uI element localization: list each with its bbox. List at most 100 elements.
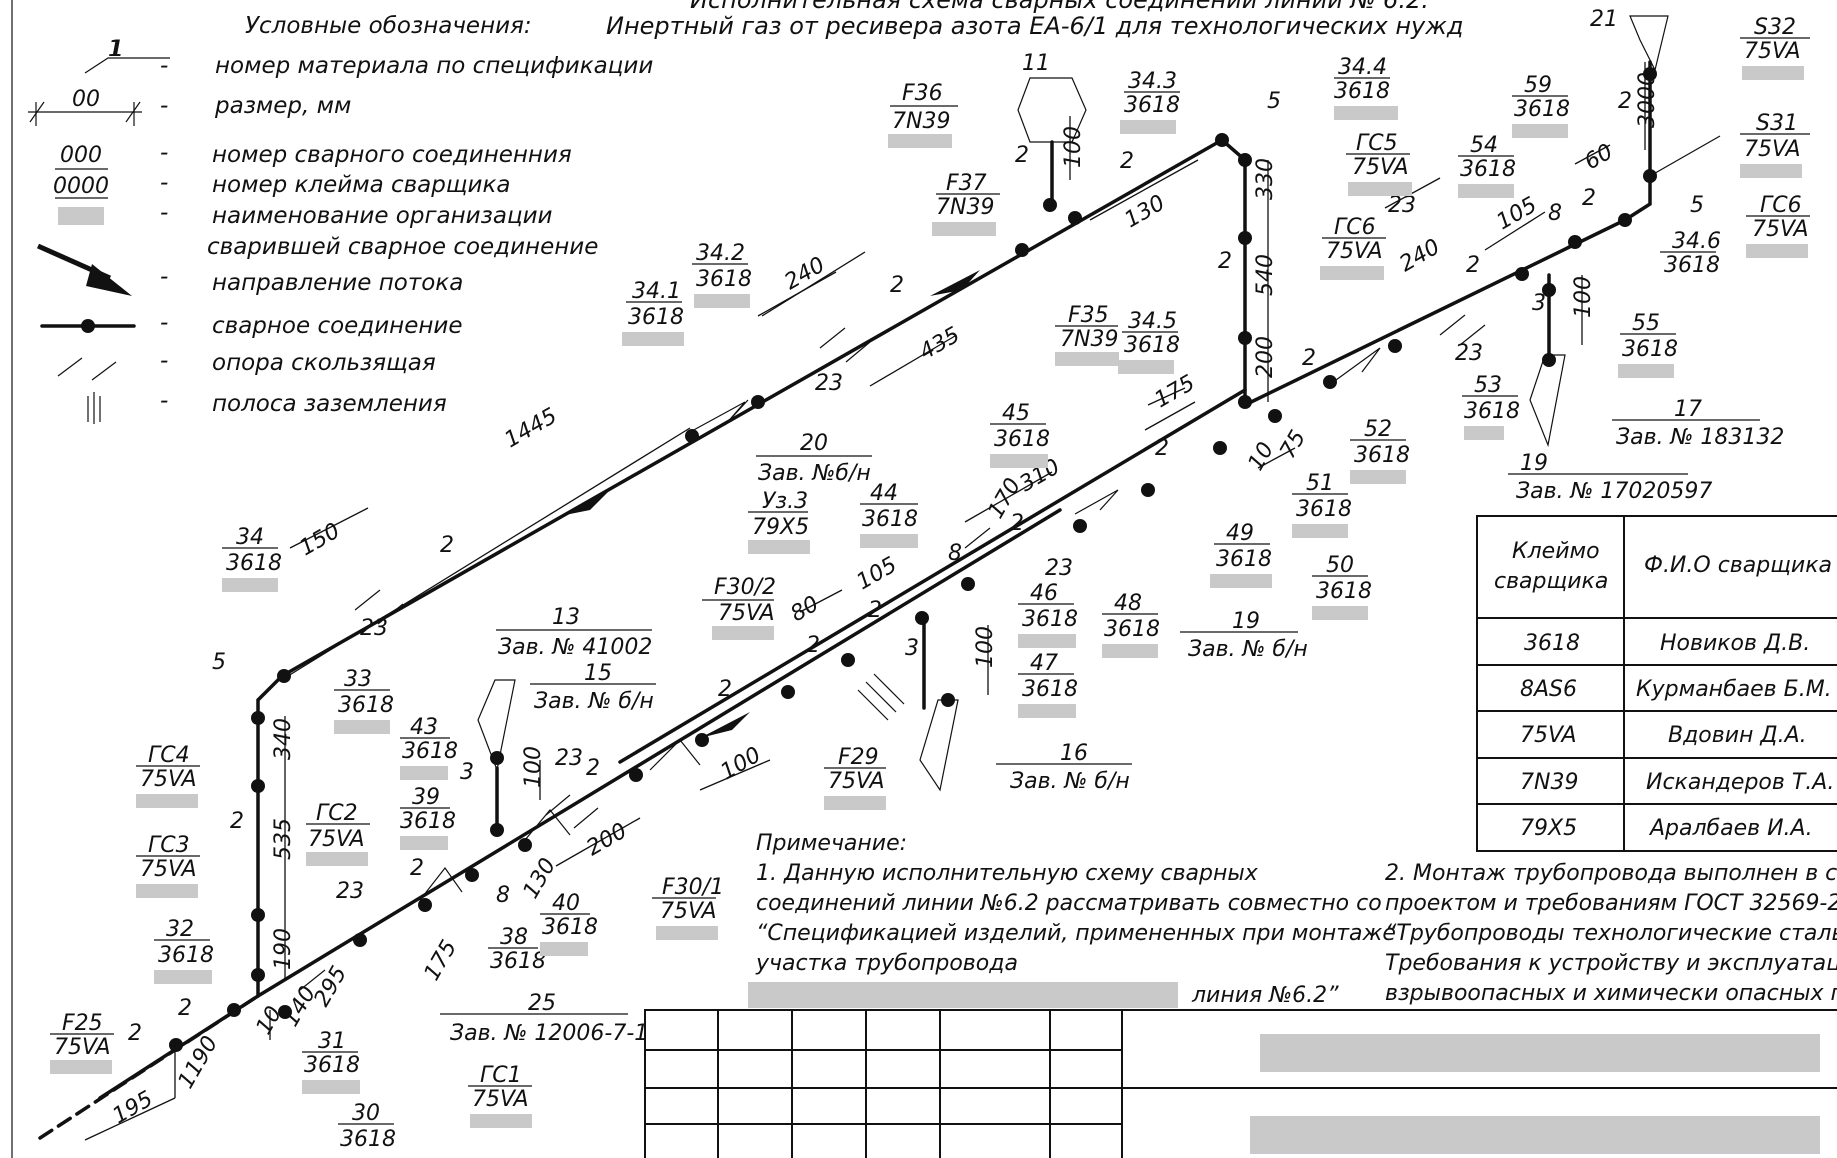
- part-25-text: Зав. № 12006-7-1: [450, 1021, 648, 1046]
- svg-text:проектом и требованиям ГОСТ 3: проектом и требованиям ГОСТ 32569-2: [1385, 891, 1837, 916]
- svg-text:340: 340: [271, 718, 296, 760]
- pipe-inlet-dashed: [38, 994, 260, 1140]
- svg-text:34.1: 34.1: [632, 279, 681, 304]
- svg-text:175: 175: [1151, 371, 1200, 414]
- svg-text:75VA: 75VA: [1752, 217, 1809, 242]
- legend-item-flow: направление потока: [212, 270, 463, 296]
- grounding-strips: [857, 673, 905, 721]
- svg-text:100: 100: [1571, 276, 1596, 318]
- svg-text:2: 2: [230, 809, 244, 834]
- svg-text:7N39: 7N39: [1060, 327, 1118, 352]
- svg-text:8: 8: [1548, 201, 1562, 226]
- svg-text:3: 3: [905, 636, 919, 661]
- table-cell-stamp: 79X5: [1520, 816, 1577, 841]
- svg-text:5: 5: [1690, 193, 1704, 218]
- svg-text:535: 535: [271, 818, 296, 860]
- svg-text:3: 3: [460, 760, 474, 785]
- legend-item-weld-num: номер сварного соединенния: [212, 142, 572, 168]
- svg-text:50: 50: [1326, 553, 1354, 578]
- flow-arrow-1-icon: [560, 490, 610, 516]
- svg-text:F25: F25: [62, 1011, 103, 1036]
- svg-text:190: 190: [271, 928, 296, 970]
- vessel-43-icon: [477, 679, 516, 773]
- legend-title: Условные обозначения:: [245, 13, 532, 39]
- header-line1: Исполнительная схема сварных соединений …: [690, 0, 1429, 14]
- table-cell-name: Вдовин Д.А.: [1668, 723, 1807, 748]
- svg-text:44: 44: [870, 481, 898, 506]
- table-cell-stamp: 7N39: [1520, 770, 1578, 795]
- legend-item-material: номер материала по спецификации: [215, 53, 653, 79]
- svg-text:3618: 3618: [1464, 399, 1520, 424]
- svg-text:1: 1: [108, 37, 122, 62]
- svg-text:-: -: [160, 140, 168, 166]
- table-cell-stamp: 3618: [1524, 631, 1580, 656]
- weld-joint-icon: [81, 319, 95, 333]
- svg-text:11: 11: [1022, 51, 1050, 76]
- part-19b-text: Зав. № 17020597: [1516, 479, 1712, 504]
- svg-text:5: 5: [1267, 89, 1281, 114]
- legend-item-stamp: номер клейма сварщика: [212, 172, 510, 198]
- svg-text:54: 54: [1470, 133, 1498, 158]
- svg-text:F35: F35: [1068, 303, 1109, 328]
- vessel-17-icon: [1529, 354, 1566, 448]
- flow-arrow-2-icon: [930, 270, 980, 296]
- svg-text:2: 2: [128, 1021, 142, 1046]
- svg-text:100: 100: [521, 746, 546, 788]
- svg-text:3618: 3618: [1334, 79, 1390, 104]
- svg-text:2: 2: [1302, 346, 1316, 371]
- part-16-num: 16: [1060, 741, 1088, 766]
- svg-text:34.4: 34.4: [1338, 55, 1387, 80]
- legend-item-org2: сварившей сварное соединение: [207, 234, 598, 260]
- svg-text:75: 75: [1276, 426, 1312, 463]
- part-19a-num: 19: [1232, 609, 1260, 634]
- legend-item-grounding: полоса заземления: [212, 391, 447, 417]
- valve-symbols: [419, 347, 1381, 901]
- svg-text:2: 2: [1015, 143, 1029, 168]
- table-head-stamp-2: сварщика: [1494, 569, 1608, 594]
- svg-text:23: 23: [555, 746, 583, 771]
- svg-text:S31: S31: [1756, 111, 1798, 136]
- svg-text:1. Данную исполнительную схему: 1. Данную исполнительную схему сварных: [756, 861, 1259, 886]
- svg-text:3618: 3618: [1124, 93, 1180, 118]
- svg-text:ГС5: ГС5: [1356, 131, 1398, 156]
- title-blurred-2: [1250, 1116, 1820, 1154]
- svg-text:49: 49: [1226, 521, 1254, 546]
- svg-text:3618: 3618: [1460, 157, 1516, 182]
- svg-text:38: 38: [500, 925, 528, 950]
- table-cell-stamp: 75VA: [1520, 723, 1577, 748]
- svg-text:3618: 3618: [1622, 337, 1678, 362]
- svg-text:2: 2: [868, 598, 882, 623]
- svg-text:75VA: 75VA: [1352, 155, 1409, 180]
- svg-text:75VA: 75VA: [660, 899, 717, 924]
- vessel-21-icon: [1629, 15, 1669, 72]
- table-cell-name: Аралбаев И.А.: [1648, 816, 1813, 841]
- svg-text:3618: 3618: [226, 551, 282, 576]
- part-17-text: Зав. № 183132: [1616, 425, 1784, 450]
- svg-text:3618: 3618: [862, 507, 918, 532]
- svg-text:31: 31: [318, 1029, 346, 1054]
- svg-text:участка трубопровода: участка трубопровода: [755, 951, 1018, 976]
- part-25-num: 25: [528, 991, 556, 1016]
- svg-text:34.3: 34.3: [1128, 69, 1177, 94]
- svg-text:3618: 3618: [402, 739, 458, 764]
